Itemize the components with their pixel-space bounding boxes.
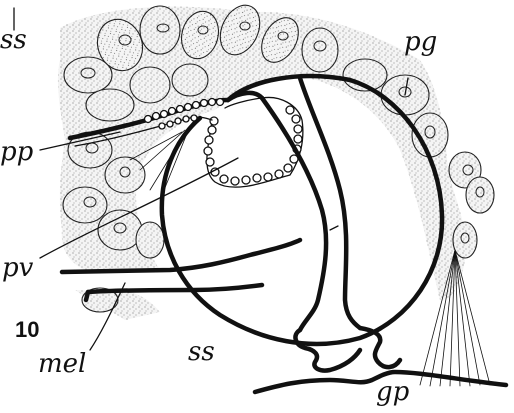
inner-chamber <box>204 97 303 187</box>
figure-number: 10 <box>15 317 39 342</box>
label-ss-bottom: ss <box>188 337 215 367</box>
label-pp: pp <box>0 137 34 167</box>
label-gp: gp <box>376 377 410 407</box>
chamber-lining-beads <box>204 106 302 185</box>
label-pg: pg <box>404 27 437 57</box>
label-ss-top: ss <box>0 25 27 55</box>
central-duct <box>262 78 360 330</box>
label-pv: pv <box>2 253 34 283</box>
label-mel: mel <box>38 349 86 379</box>
